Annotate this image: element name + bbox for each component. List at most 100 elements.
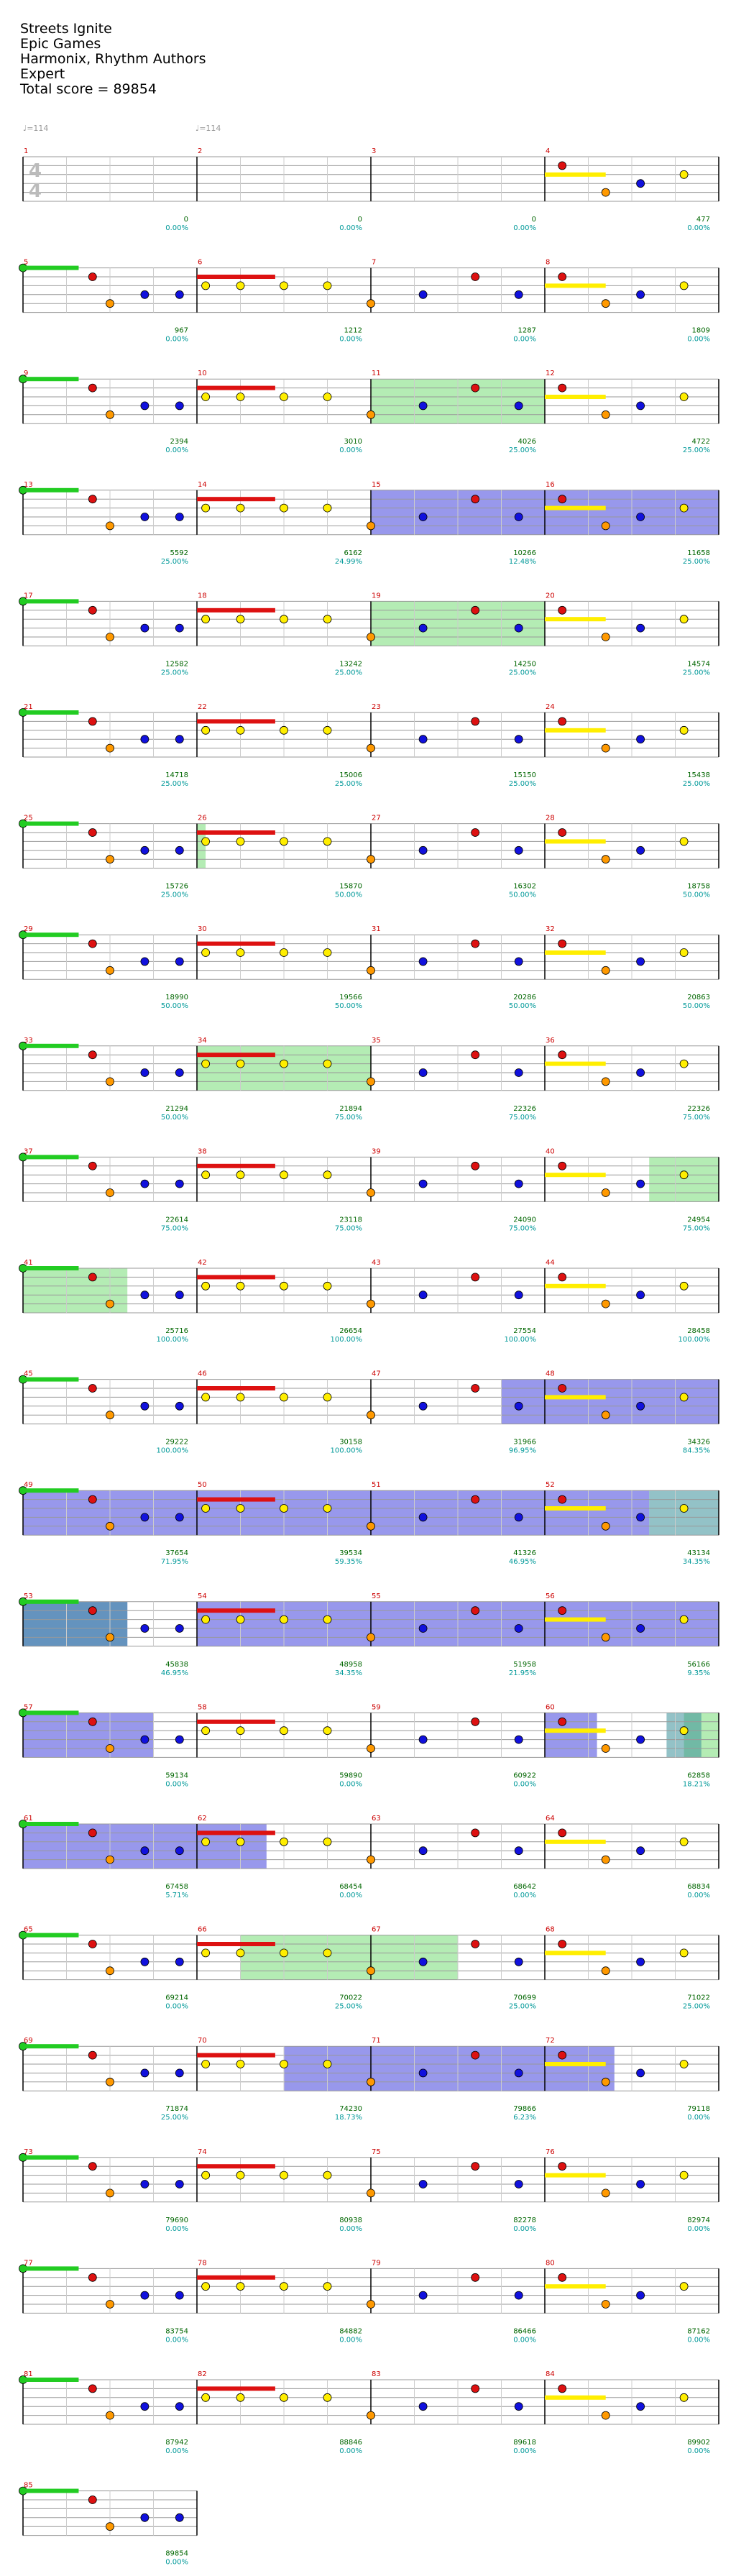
orange-gem bbox=[106, 1077, 114, 1086]
measure-percent: 18.21% bbox=[683, 1780, 710, 1788]
measure-number: 61 bbox=[24, 1815, 33, 1823]
blue-gem bbox=[514, 1846, 523, 1856]
measure-percent: 50.00% bbox=[509, 891, 536, 899]
measure-percent: 34.35% bbox=[683, 1558, 710, 1566]
orange-gem bbox=[367, 2188, 375, 2198]
measure-number: 17 bbox=[24, 592, 33, 600]
yellow-gem bbox=[236, 2393, 245, 2402]
blue-gem bbox=[636, 401, 645, 411]
orange-gem bbox=[106, 1521, 114, 1531]
measure-percent: 0.00% bbox=[687, 336, 710, 344]
yellow-gem bbox=[201, 2282, 211, 2291]
sustain-bar bbox=[545, 950, 606, 955]
yellow-gem bbox=[679, 1504, 689, 1513]
blue-gem bbox=[175, 957, 184, 966]
orange-gem bbox=[601, 633, 610, 641]
red-gem bbox=[558, 1828, 567, 1838]
measure-number: 12 bbox=[546, 370, 555, 377]
yellow-gem bbox=[323, 948, 332, 957]
measure-score: 89854 bbox=[165, 2550, 188, 2558]
measure-score: 71022 bbox=[687, 1994, 710, 2002]
red-gem bbox=[471, 1828, 480, 1838]
orange-gem bbox=[106, 410, 114, 419]
sustain-bar bbox=[545, 1728, 606, 1733]
measure-number: 74 bbox=[198, 2148, 207, 2156]
measure-number: 64 bbox=[546, 1815, 555, 1823]
measure-score: 80938 bbox=[339, 2217, 362, 2224]
red-gem bbox=[88, 495, 97, 504]
sustain-bar bbox=[197, 1275, 275, 1280]
measure-percent: 0.00% bbox=[687, 2336, 710, 2344]
yellow-gem bbox=[323, 725, 332, 735]
measure-number: 26 bbox=[198, 815, 207, 822]
yellow-gem bbox=[280, 281, 288, 290]
sustain-bar bbox=[23, 2044, 79, 2049]
yellow-gem bbox=[323, 1837, 332, 1846]
red-gem bbox=[88, 828, 97, 837]
measure-percent: 25.00% bbox=[335, 780, 362, 788]
yellow-gem bbox=[323, 837, 332, 846]
orange-gem bbox=[106, 2300, 114, 2309]
blue-gem bbox=[636, 2068, 645, 2078]
orange-gem bbox=[367, 410, 375, 419]
yellow-gem bbox=[236, 1504, 245, 1513]
measure-score: 0 bbox=[358, 216, 362, 224]
measure-score: 79118 bbox=[687, 2105, 710, 2113]
orange-gem bbox=[367, 2411, 375, 2420]
yellow-gem bbox=[236, 948, 245, 957]
yellow-gem bbox=[280, 1281, 288, 1291]
measure-percent: 50.00% bbox=[161, 1114, 188, 1122]
measure-score: 1809 bbox=[692, 327, 710, 335]
sustain-bar bbox=[197, 1497, 275, 1502]
blue-gem bbox=[140, 1179, 150, 1188]
orange-gem bbox=[601, 1077, 610, 1086]
red-gem bbox=[471, 2050, 480, 2060]
orange-gem bbox=[367, 521, 375, 531]
measure-number: 42 bbox=[198, 1259, 207, 1267]
blue-gem bbox=[418, 2068, 428, 2078]
measure-percent: 50.00% bbox=[335, 1002, 362, 1010]
measure-score: 14718 bbox=[165, 771, 188, 779]
sustain-bar bbox=[545, 1617, 606, 1622]
measure-score: 28458 bbox=[687, 1327, 710, 1335]
yellow-gem bbox=[323, 1948, 332, 1958]
measure-score: 6162 bbox=[344, 549, 362, 557]
measure-percent: 0.00% bbox=[513, 2336, 536, 2344]
sustain-bar bbox=[545, 2062, 606, 2066]
measure-percent: 75.00% bbox=[509, 1224, 536, 1232]
red-gem bbox=[558, 1717, 567, 1726]
measure-score: 30158 bbox=[339, 1439, 362, 1447]
orange-gem bbox=[106, 299, 114, 308]
measure-percent: 0.00% bbox=[513, 2447, 536, 2455]
blue-gem bbox=[175, 2180, 184, 2188]
yellow-gem bbox=[201, 837, 211, 846]
yellow-gem bbox=[323, 2171, 332, 2180]
measure-score: 1212 bbox=[344, 327, 362, 335]
measure-score: 29222 bbox=[165, 1439, 188, 1447]
blue-gem bbox=[175, 2068, 184, 2078]
measure-number: 39 bbox=[372, 1147, 381, 1155]
red-gem bbox=[558, 1940, 567, 1948]
sustain-bar bbox=[197, 1053, 275, 1058]
red-gem bbox=[88, 383, 97, 393]
yellow-gem bbox=[280, 948, 288, 957]
measure-percent: 50.00% bbox=[161, 1002, 188, 1010]
measure-score: 19566 bbox=[339, 994, 362, 1001]
orange-gem bbox=[367, 1855, 375, 1864]
measure-score: 25716 bbox=[165, 1327, 188, 1335]
blue-gem bbox=[140, 1068, 150, 1077]
blue-gem bbox=[175, 1957, 184, 1966]
yellow-gem bbox=[201, 1948, 211, 1958]
measure-number: 7 bbox=[372, 259, 376, 267]
measure-number: 25 bbox=[24, 815, 33, 822]
blue-gem bbox=[636, 2402, 645, 2411]
measure-number: 81 bbox=[24, 2370, 33, 2378]
measure-score: 68454 bbox=[339, 1883, 362, 1891]
measure-number: 29 bbox=[24, 925, 33, 933]
yellow-gem bbox=[323, 2282, 332, 2291]
yellow-gem bbox=[201, 1726, 211, 1736]
measure-number: 66 bbox=[198, 1926, 207, 1934]
red-gem bbox=[471, 1384, 480, 1393]
measure-percent: 25.00% bbox=[161, 669, 188, 677]
